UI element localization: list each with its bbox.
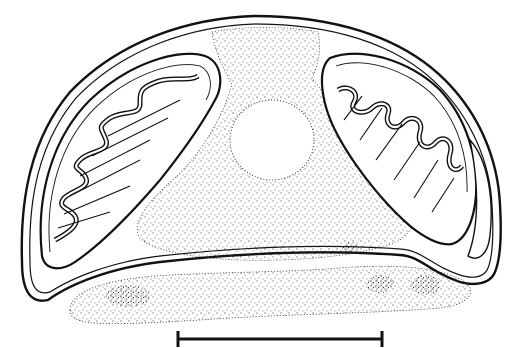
scale-bar: [178, 331, 382, 347]
lower-dense-spot-left: [106, 285, 150, 307]
lower-dense-spot-right: [410, 275, 440, 295]
central-clear-region: [230, 100, 314, 180]
lower-dense-spot-mid: [366, 275, 394, 293]
central-dense-speck: [341, 242, 359, 252]
